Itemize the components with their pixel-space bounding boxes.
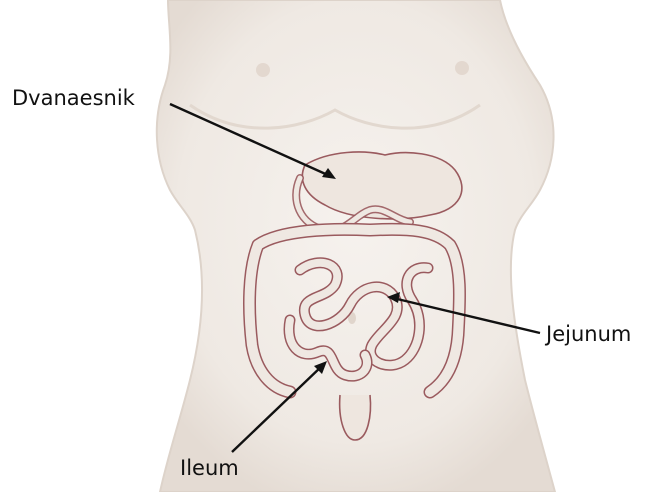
right-nipple [455, 61, 469, 75]
label-ileum: Ileum [180, 458, 239, 479]
left-nipple [256, 63, 270, 77]
label-duodenum: Dvanaesnik [12, 88, 135, 109]
label-jejunum: Jejunum [546, 324, 631, 345]
